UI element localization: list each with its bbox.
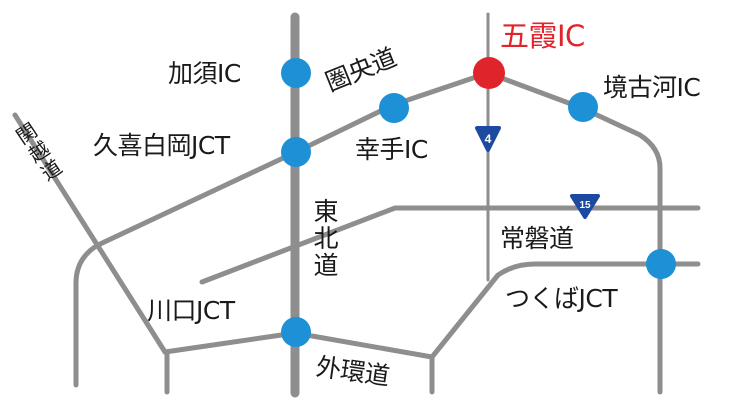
left-arterial-road: [73, 149, 299, 388]
satte-ic-label: 幸手IC: [355, 135, 428, 164]
gaikan-road: [162, 330, 435, 395]
kawaguchi-jct-label: 川口JCT: [147, 296, 235, 325]
route-15-road: [199, 205, 701, 285]
sakai-koga-ic-node[interactable]: [568, 92, 598, 122]
route-15-shield: 15: [570, 194, 600, 219]
kuki-shiraoka-jct-label: 久喜白岡JCT: [93, 131, 230, 160]
kenodo-road: [293, 70, 663, 268]
kazo-ic-label: 加須IC: [168, 59, 241, 88]
route-15-number: 15: [579, 200, 591, 211]
tohoku-label: 東北道: [310, 198, 339, 279]
satte-ic-node[interactable]: [379, 93, 409, 123]
kazo-ic-node[interactable]: [281, 58, 311, 88]
tsukuba-jct-node[interactable]: [646, 249, 676, 279]
route-4-number: 4: [485, 132, 492, 146]
goka-ic-node[interactable]: [473, 57, 505, 89]
kawaguchi-jct-node[interactable]: [281, 317, 311, 347]
kuki-shiraoka-jct-node[interactable]: [281, 137, 311, 167]
sakai-koga-ic-label: 境古河IC: [603, 73, 701, 102]
joban-label: 常磐道: [500, 224, 574, 253]
route-4-shield: 4: [475, 126, 501, 152]
goka-ic-label: 五霞IC: [500, 19, 585, 53]
joban-road: [429, 261, 701, 360]
tsukuba-jct-label: つくばJCT: [505, 284, 618, 313]
kanetsu-road: [12, 112, 168, 355]
